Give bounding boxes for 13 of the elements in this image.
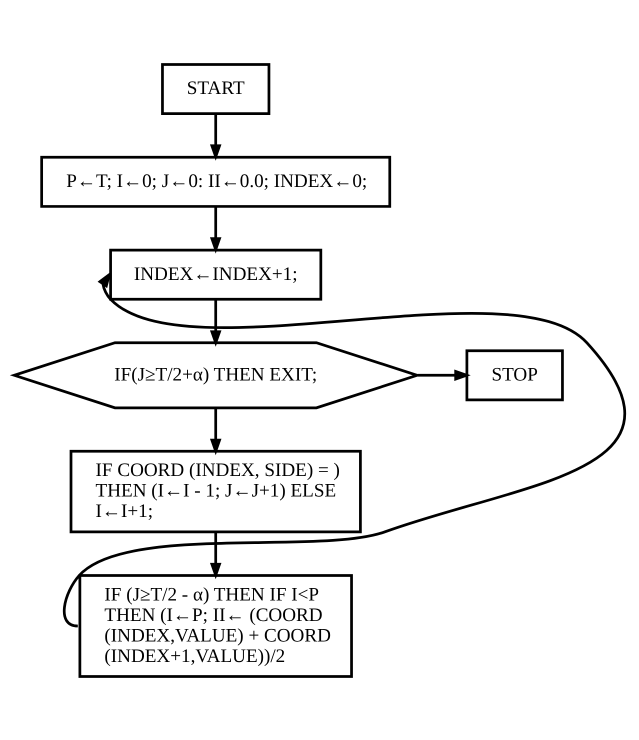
arrow: [418, 369, 471, 381]
arrow: [210, 407, 222, 455]
node-box: IF COORD (INDEX, SIDE) = ) THEN (I←I - 1; J←J+1) ELSE I←I+1;: [70, 449, 362, 533]
arrow: [210, 532, 222, 579]
node-box: IF (J≥T/2 - α) THEN IF I<P THEN (I←P; II← (COORD (INDEX,VALUE) + COORD (INDEX+1,VALUE))/2: [78, 574, 353, 678]
node-box: STOP: [466, 348, 564, 401]
node-box: INDEX←INDEX+1;: [109, 248, 322, 300]
arrow: [210, 114, 222, 160]
node-box: P←T; I←0; J←0: II←0.0; INDEX←0;: [40, 155, 392, 208]
arrow: [210, 299, 222, 346]
arrow: [210, 206, 222, 254]
arrow: [63, 270, 626, 627]
node-box: START: [161, 62, 270, 114]
